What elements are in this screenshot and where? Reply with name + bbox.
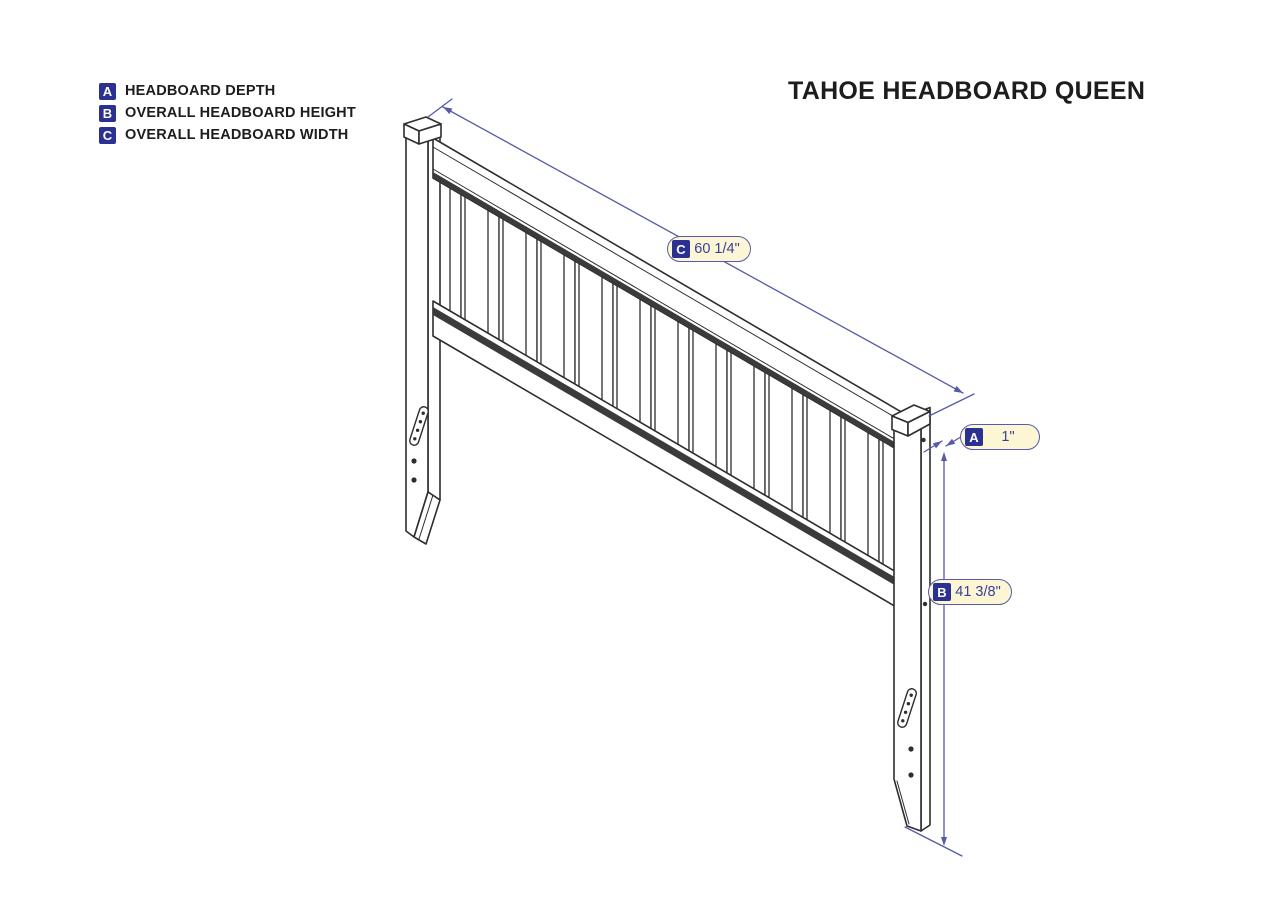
legend-key-badge: C: [99, 126, 116, 144]
legend-item-width: C OVERALL HEADBOARD WIDTH: [99, 124, 356, 146]
left-post-cap: [403, 116, 442, 145]
dimension-label-width: C 60 1/4": [667, 236, 751, 262]
legend-key-badge: A: [99, 82, 116, 100]
legend: A HEADBOARD DEPTH B OVERALL HEADBOARD HE…: [99, 80, 356, 146]
legend-item-depth: A HEADBOARD DEPTH: [99, 80, 356, 102]
dimension-label-depth: A 1": [960, 424, 1040, 450]
right-post-mounting-slot: [897, 688, 917, 728]
slat-panel: [449, 187, 884, 577]
dimension-label-height: B 41 3/8": [928, 579, 1012, 605]
dimension-key-badge: A: [965, 428, 983, 446]
left-post-mounting-slot: [409, 406, 429, 446]
dimension-line-height-B: [904, 452, 963, 857]
dimension-value: 41 3/8": [955, 584, 1001, 600]
left-post-peg-holes: [411, 458, 417, 483]
page-title: TAHOE HEADBOARD QUEEN: [788, 77, 1146, 105]
legend-item-height: B OVERALL HEADBOARD HEIGHT: [99, 102, 356, 124]
right-post-peg-holes: [908, 437, 928, 778]
dimension-value: 60 1/4": [694, 241, 740, 257]
dimension-key-badge: B: [933, 583, 951, 601]
legend-item-label: OVERALL HEADBOARD HEIGHT: [125, 105, 356, 121]
dimension-key-badge: C: [672, 240, 690, 258]
legend-item-label: OVERALL HEADBOARD WIDTH: [125, 127, 349, 143]
legend-item-label: HEADBOARD DEPTH: [125, 83, 276, 99]
dimension-value: 1": [1001, 429, 1015, 445]
legend-key-badge: B: [99, 104, 116, 122]
right-post: [891, 404, 931, 832]
